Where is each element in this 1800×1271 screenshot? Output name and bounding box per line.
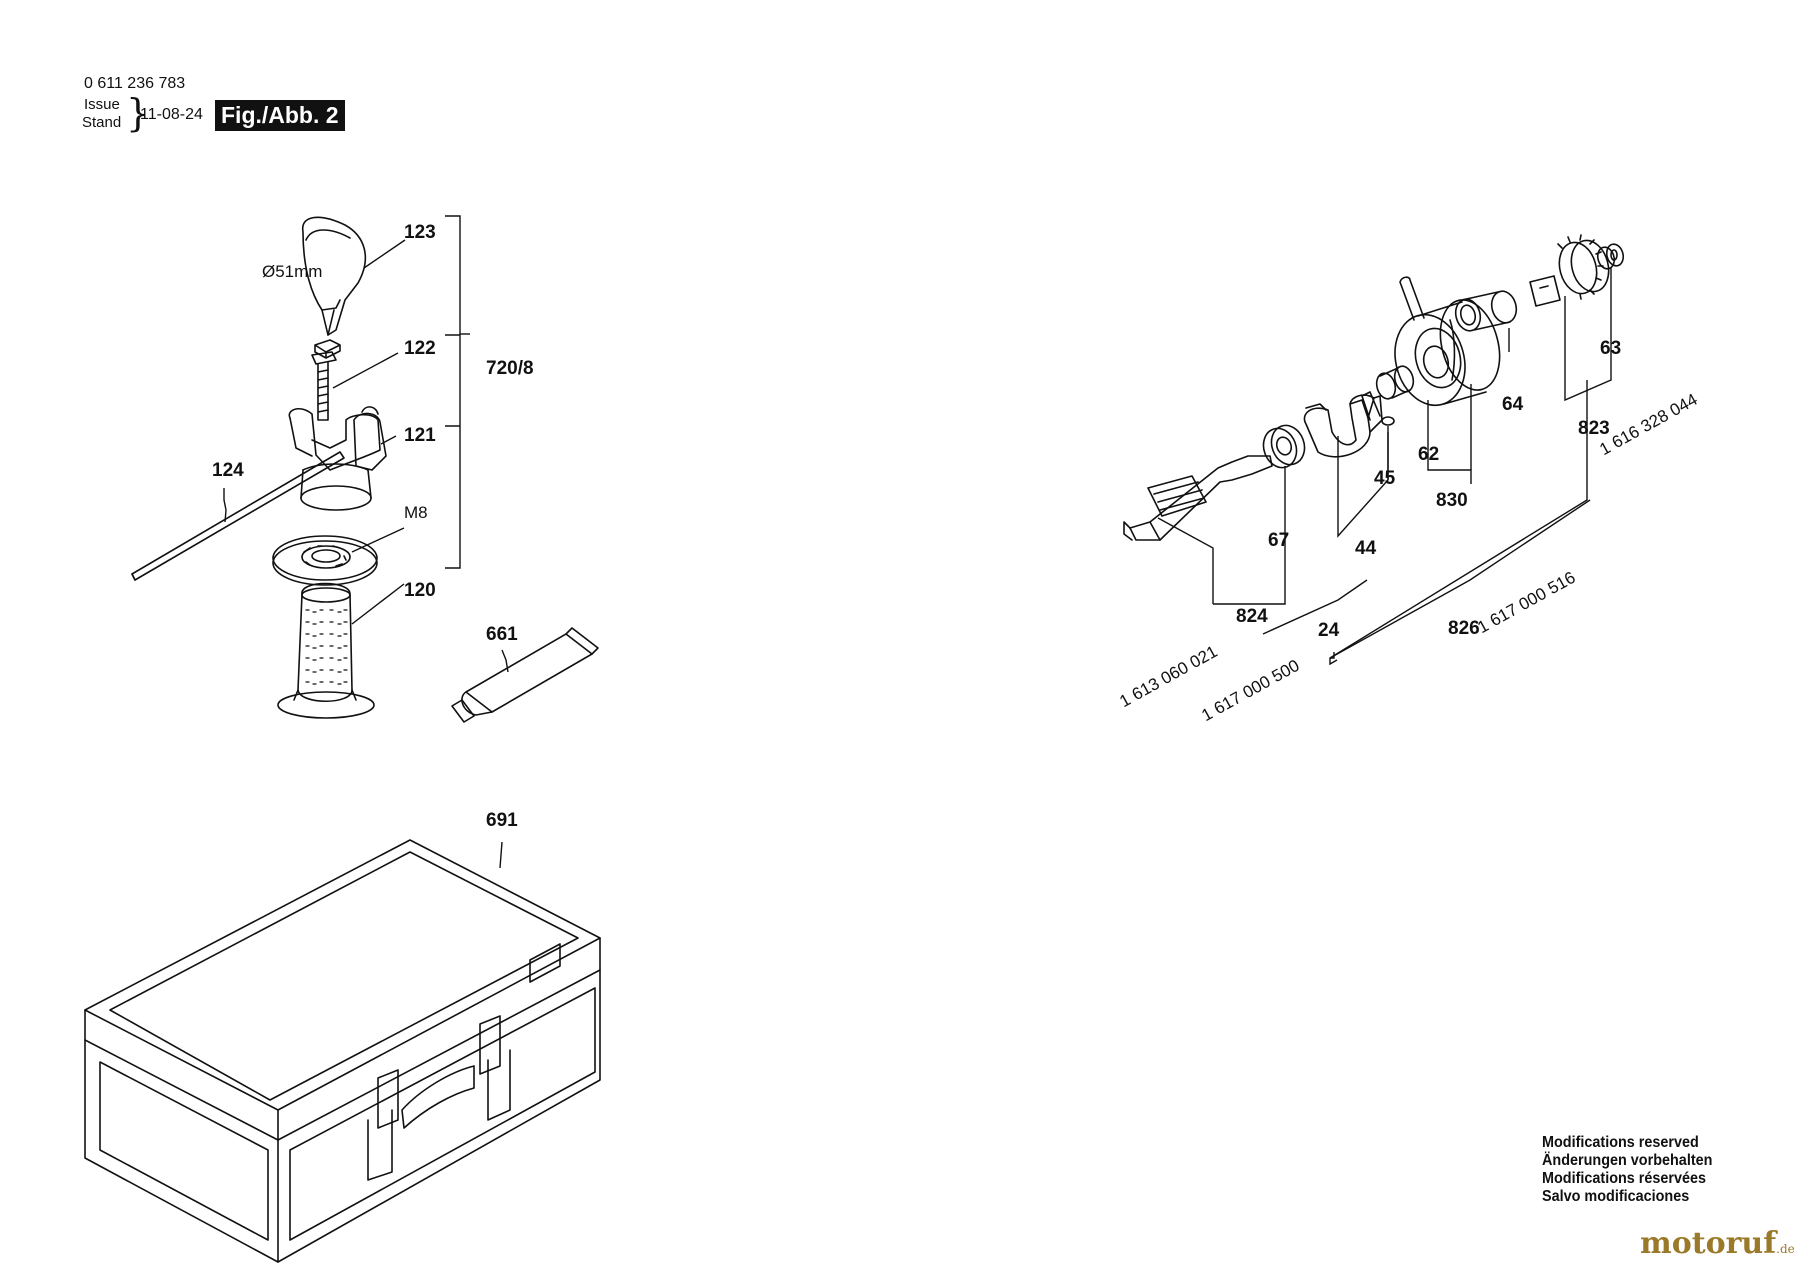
modifications-notice: Modifications reserved Änderungen vorbeh… <box>1542 1134 1731 1206</box>
washer-drawing <box>272 535 378 586</box>
callout-m8: M8 <box>404 503 428 522</box>
callout-45: 45 <box>1374 468 1396 489</box>
callout-67: 67 <box>1268 530 1290 551</box>
bushing-drawing <box>1596 243 1625 270</box>
figure-label: Fig./Abb. 2 <box>215 100 345 131</box>
note-es: Salvo modificaciones <box>1542 1188 1690 1205</box>
callout-691: 691 <box>486 810 518 831</box>
stand-label: Stand <box>82 114 122 131</box>
leader-lines <box>223 215 1612 869</box>
ball-bearing-drawing <box>1262 424 1306 469</box>
bolt-drawing <box>311 351 337 421</box>
callout-123: 123 <box>404 222 436 243</box>
pinion-gear-drawing <box>1529 234 1610 307</box>
spring-pin-drawing <box>1361 391 1395 426</box>
clamp-body-drawing <box>288 406 387 511</box>
needle-sleeve-drawing <box>1375 365 1415 400</box>
grease-tube-drawing <box>451 627 599 723</box>
bracket-drawing <box>1303 394 1383 458</box>
handle-grip-drawing <box>277 582 375 719</box>
callout-24: 24 <box>1318 620 1340 641</box>
callout-64: 64 <box>1502 394 1524 415</box>
note-fr: Modifications réservées <box>1542 1170 1707 1187</box>
note-en: Modifications reserved <box>1542 1134 1699 1151</box>
callout-823: 823 <box>1578 418 1610 439</box>
issue-date: 11-08-24 <box>140 106 203 123</box>
callout-826: 826 <box>1448 618 1480 639</box>
brace-symbol: } <box>126 91 151 135</box>
callout-diameter: Ø51mm <box>262 262 323 281</box>
callout-124: 124 <box>212 460 244 481</box>
watermark-suffix: .de <box>1776 1242 1795 1256</box>
watermark-text: motoruf <box>1640 1226 1777 1261</box>
depth-stop-cap-drawing <box>302 216 367 336</box>
callout-62: 62 <box>1418 444 1440 465</box>
note-de: Änderungen vorbehalten <box>1542 1152 1713 1169</box>
callout-120: 120 <box>404 580 436 601</box>
callout-720-8: 720/8 <box>486 358 534 379</box>
drive-shaft-drawing <box>1123 455 1273 541</box>
needle-bearing-drawing <box>1454 290 1518 332</box>
clutch-assembly-drawing <box>1394 276 1501 407</box>
callout-830: 830 <box>1436 490 1468 511</box>
callout-661: 661 <box>486 624 518 645</box>
part-number: 0 611 236 783 <box>84 75 186 92</box>
callout-122: 122 <box>404 338 436 359</box>
carrying-case-drawing <box>84 839 601 1263</box>
watermark-logo: motoruf.de <box>1640 1226 1795 1261</box>
callout-44: 44 <box>1355 538 1377 559</box>
callout-824: 824 <box>1236 606 1268 627</box>
issue-label: Issue <box>84 96 120 113</box>
callout-63: 63 <box>1600 338 1622 359</box>
callout-121: 121 <box>404 425 436 446</box>
